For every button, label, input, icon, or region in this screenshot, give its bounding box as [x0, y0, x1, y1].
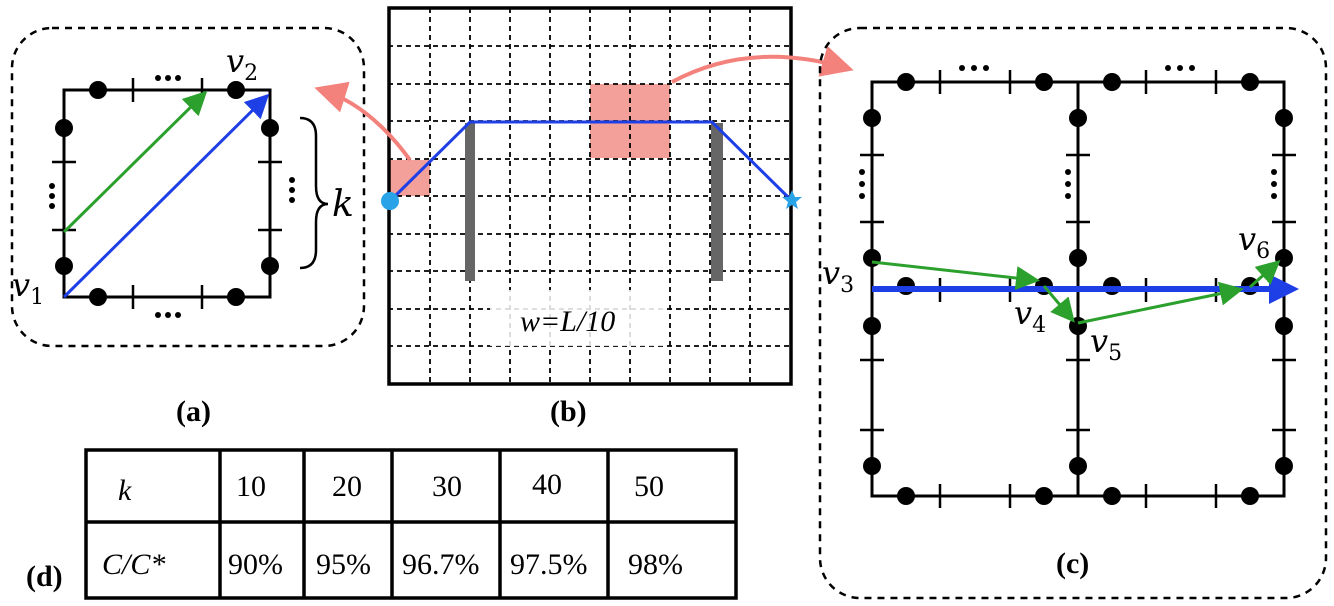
v1-label: v1 — [12, 266, 44, 310]
v2-sub: 2 — [244, 61, 258, 86]
k-brace — [299, 116, 329, 270]
table-cell-96-7: 96.7% — [402, 548, 480, 581]
panel-a: k v1 v2 (a) — [10, 26, 366, 428]
v4-sub: 4 — [1032, 313, 1046, 338]
obstacle-left — [465, 123, 475, 281]
ellipsis-dots-c — [859, 65, 1277, 199]
table-cell-97-5: 97.5% — [510, 548, 588, 581]
boundary-ticks-a — [52, 78, 282, 309]
connector-arrow-to-c — [671, 45, 854, 84]
panel-d-label: (d) — [26, 560, 63, 593]
ellipsis-dots-a — [49, 75, 295, 318]
panel-a-dashed-frame — [10, 26, 366, 348]
boundary-ticks-c — [860, 70, 1296, 508]
w-label: w=L/10 — [520, 305, 615, 338]
panel-b-label: (b) — [550, 395, 587, 428]
panel-d: k 10 20 30 40 50 C/C* 90% 95% 96.7% 97.5… — [26, 448, 738, 600]
panel-c-label: (c) — [1056, 547, 1089, 580]
panel-c-dashed-frame — [818, 26, 1328, 600]
obstacle-right — [711, 123, 723, 281]
w-label-bg — [490, 290, 666, 346]
v5-label: v5 — [1090, 322, 1122, 366]
v5-sub: 5 — [1108, 341, 1122, 366]
v4-label: v4 — [1014, 294, 1046, 338]
panel-c: v3 v4 v5 v6 (c) — [818, 26, 1328, 600]
v2-label: v2 — [226, 42, 258, 86]
connector-arrow-to-a — [314, 81, 412, 162]
goal-star — [782, 190, 802, 209]
panel-a-label: (a) — [176, 395, 211, 428]
k-label: k — [332, 184, 354, 225]
blue-arrow-a — [62, 93, 270, 299]
boundary-nodes-a — [55, 81, 279, 306]
table-header-k: k — [118, 474, 132, 507]
panel-b: w=L/10 (b) — [314, 6, 854, 428]
v6-sub: 6 — [1256, 239, 1270, 264]
cell-square-a — [62, 88, 272, 299]
v3-label: v3 — [822, 254, 854, 298]
results-table-lines — [84, 448, 738, 600]
table-header-40: 40 — [532, 468, 562, 501]
table-header-20: 20 — [332, 470, 362, 503]
v6-label: v6 — [1238, 220, 1270, 264]
table-header-10: 10 — [236, 470, 266, 503]
table-header-30: 30 — [432, 470, 462, 503]
table-cell-98: 98% — [628, 548, 683, 581]
v1-sub: 1 — [30, 285, 44, 310]
table-header-50: 50 — [634, 470, 664, 503]
table-cell-95: 95% — [316, 548, 371, 581]
table-cell-ratio-label: C/C* — [102, 548, 165, 581]
green-path-c — [871, 260, 1281, 325]
v3-sub: 3 — [840, 273, 854, 298]
table-cell-90: 90% — [228, 548, 283, 581]
path-line — [388, 120, 793, 203]
green-arrow-a — [62, 90, 208, 234]
start-point — [381, 192, 399, 210]
